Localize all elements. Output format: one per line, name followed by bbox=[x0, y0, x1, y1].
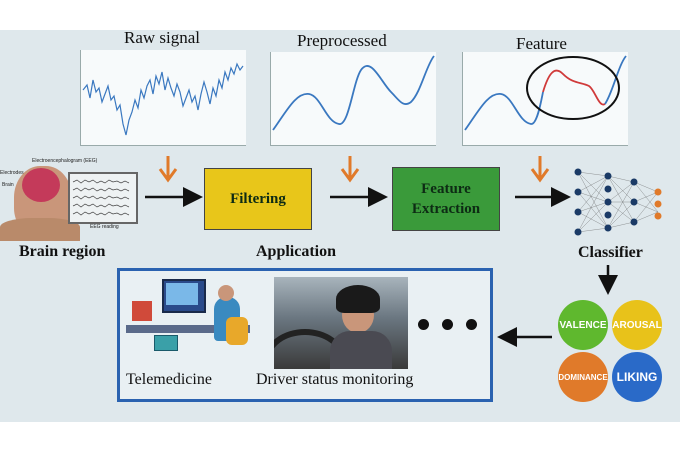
telemedicine-caption: Telemedicine bbox=[126, 371, 212, 388]
driver-photo bbox=[274, 277, 408, 369]
preprocessed-plot bbox=[270, 52, 436, 146]
telemedicine-books bbox=[132, 301, 152, 321]
electrodes-label: Electrodes bbox=[0, 170, 24, 176]
driver-eeg-cap bbox=[336, 285, 380, 313]
liking-circle: LIKING bbox=[612, 352, 662, 402]
brain-region-label: Brain region bbox=[19, 243, 106, 260]
raw-signal-plot bbox=[80, 50, 246, 146]
eeg-waves bbox=[72, 179, 130, 216]
neural-network-icon bbox=[574, 168, 662, 236]
telemedicine-tablet bbox=[154, 335, 178, 351]
feature-chart bbox=[464, 55, 627, 131]
shoulders-shape bbox=[0, 218, 80, 241]
application-label: Application bbox=[256, 243, 337, 260]
liking-label: LIKING bbox=[616, 370, 658, 384]
feature-plot bbox=[462, 52, 628, 146]
arousal-label: AROUSAL bbox=[612, 319, 662, 331]
driver-body bbox=[330, 331, 392, 369]
telemedicine-illustration bbox=[126, 277, 250, 369]
eeg-illustration: Electroencephalogram (EEG) Electrodes Br… bbox=[0, 156, 140, 241]
feature-extraction-label-2: Extraction bbox=[411, 201, 481, 217]
preprocessed-chart bbox=[272, 55, 435, 131]
arousal-circle: AROUSAL bbox=[612, 300, 662, 350]
feature-title: Feature bbox=[516, 34, 567, 53]
telemedicine-person-head bbox=[218, 285, 234, 301]
orange-down-arrow-2 bbox=[340, 156, 360, 183]
ellipsis-dot-3 bbox=[466, 319, 477, 330]
feature-extraction-label-1: Feature bbox=[421, 181, 471, 197]
brain-icon bbox=[22, 168, 60, 202]
eeg-monitor bbox=[68, 172, 138, 224]
feature-extraction-box: Feature Extraction bbox=[392, 167, 500, 231]
ellipsis-dot-2 bbox=[442, 319, 453, 330]
application-panel: Telemedicine Driver status monitoring bbox=[117, 268, 493, 402]
raw-signal-chart bbox=[82, 62, 244, 136]
telemedicine-chair bbox=[226, 317, 248, 345]
valence-circle: VALENCE bbox=[558, 300, 608, 350]
filtering-box: Filtering bbox=[204, 168, 312, 230]
dominance-label: DOMINANCE bbox=[558, 372, 608, 382]
telemedicine-desk bbox=[126, 325, 250, 333]
filtering-label: Filtering bbox=[230, 190, 286, 207]
classifier-label: Classifier bbox=[578, 244, 643, 261]
driver-caption: Driver status monitoring bbox=[256, 371, 414, 388]
preprocessed-title: Preprocessed bbox=[297, 31, 387, 50]
telemedicine-screen bbox=[166, 283, 198, 305]
eeg-header-label: Electroencephalogram (EEG) bbox=[32, 158, 98, 164]
ellipsis-dot-1 bbox=[418, 319, 429, 330]
brain-label: Brain bbox=[2, 182, 14, 188]
dominance-circle: DOMINANCE bbox=[558, 352, 608, 402]
valence-label: VALENCE bbox=[559, 319, 607, 331]
orange-down-arrow-3 bbox=[530, 156, 550, 183]
orange-down-arrow-1 bbox=[158, 156, 178, 183]
eeg-reading-label: EEG reading bbox=[90, 224, 119, 230]
raw-signal-title: Raw signal bbox=[124, 28, 201, 47]
